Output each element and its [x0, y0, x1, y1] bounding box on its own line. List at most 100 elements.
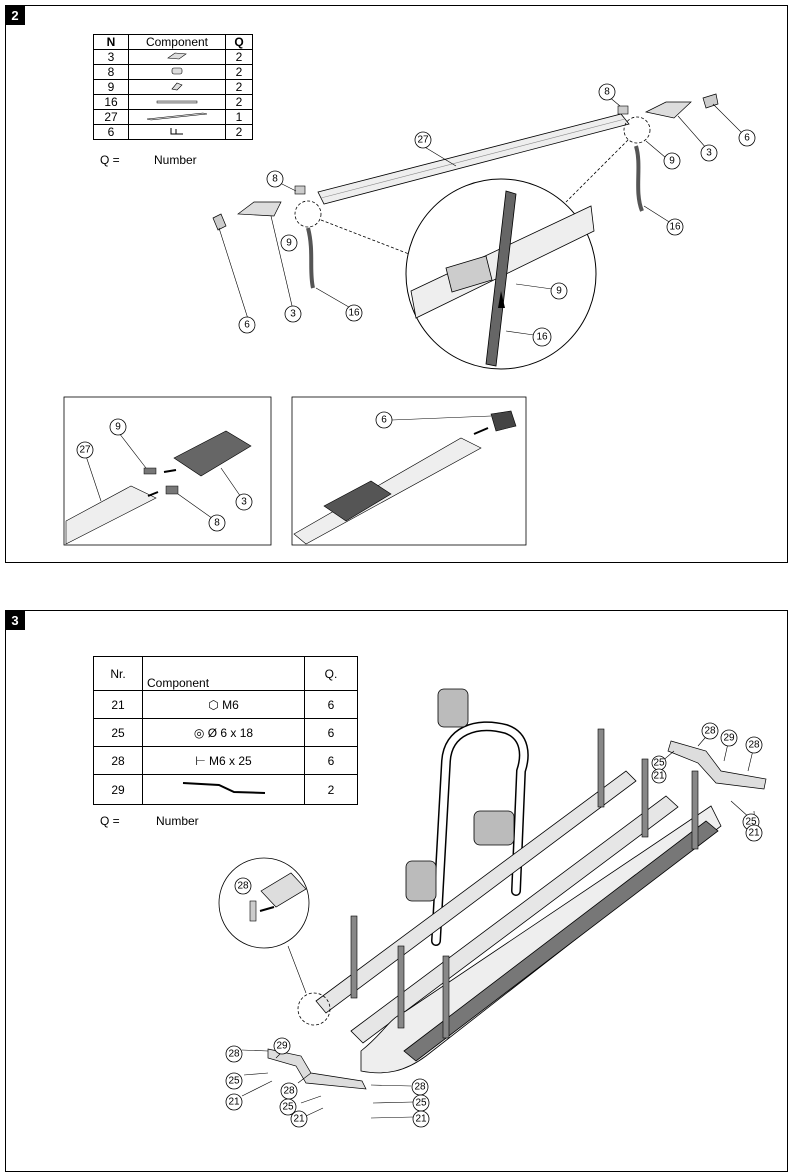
- table-row: 6 2: [93, 124, 253, 140]
- callout-21: 21: [225, 1093, 243, 1111]
- q-label: Q =: [100, 153, 120, 167]
- callout-25: 25: [651, 755, 667, 771]
- svg-text:6: 6: [244, 320, 250, 331]
- svg-text:9: 9: [286, 238, 292, 249]
- component-cell: ⬡ M6: [142, 690, 305, 719]
- svg-text:9: 9: [556, 286, 562, 297]
- callout-21: 21: [651, 768, 667, 784]
- table-header: Nr.: [93, 656, 143, 691]
- callout-6: 6: [738, 129, 756, 147]
- callout-8: 8: [266, 170, 284, 188]
- svg-text:28: 28: [704, 726, 716, 737]
- callout-29: 29: [273, 1037, 291, 1055]
- callout-25: 25: [279, 1098, 297, 1116]
- callout-21: 21: [412, 1110, 430, 1128]
- callout-6: 6: [375, 411, 393, 429]
- rail-icon: [128, 109, 226, 125]
- callout-21: 21: [290, 1110, 308, 1128]
- callout-29: 29: [720, 729, 738, 747]
- rail-assembly-drawing: 27 8 9 3 6 16 8 3 6 9 16 9 16 9: [63, 83, 756, 546]
- callout-9: 9: [109, 418, 127, 436]
- svg-text:25: 25: [228, 1076, 240, 1087]
- table-header: Q.: [304, 656, 358, 691]
- part-number: 29: [93, 774, 143, 805]
- svg-text:3: 3: [706, 148, 712, 159]
- svg-text:28: 28: [228, 1049, 240, 1060]
- part-quantity: 2: [304, 774, 358, 805]
- callout-25: 25: [412, 1094, 430, 1112]
- q-legend: Number: [154, 153, 197, 167]
- callout-16: 16: [532, 327, 552, 347]
- table-row: 25 ◎ Ø 6 x 18 6: [93, 718, 358, 747]
- callout-9: 9: [663, 152, 681, 170]
- callout-3: 3: [235, 493, 253, 511]
- svg-text:21: 21: [748, 828, 760, 839]
- part-number: 28: [93, 746, 143, 775]
- callout-9: 9: [280, 234, 298, 252]
- callout-16: 16: [345, 304, 363, 322]
- step-number: 2: [5, 5, 25, 25]
- callout-8: 8: [208, 514, 226, 532]
- svg-text:28: 28: [748, 740, 760, 751]
- callout-28: 28: [411, 1078, 429, 1096]
- callout-6: 6: [238, 316, 256, 334]
- callout-28: 28: [234, 877, 252, 895]
- svg-text:6: 6: [744, 133, 750, 144]
- svg-text:28: 28: [237, 881, 249, 892]
- svg-text:9: 9: [669, 156, 675, 167]
- callout-27: 27: [76, 441, 94, 459]
- svg-text:16: 16: [536, 332, 548, 343]
- callout-28: 28: [225, 1045, 243, 1063]
- part-number: 16: [93, 94, 129, 110]
- part-quantity: 2: [225, 64, 253, 80]
- bracket-bar-icon: [182, 782, 265, 794]
- component-desc: M6 x 25: [209, 753, 252, 768]
- svg-text:16: 16: [348, 308, 360, 319]
- svg-text:6: 6: [381, 415, 387, 426]
- component-cell: [142, 774, 305, 805]
- callout-28: 28: [701, 722, 719, 740]
- callout-3: 3: [284, 305, 302, 323]
- callout-3: 3: [700, 144, 718, 162]
- callout-27: 27: [414, 131, 432, 149]
- callout-25: 25: [225, 1072, 243, 1090]
- svg-text:8: 8: [272, 174, 278, 185]
- table-row: 29 2: [93, 774, 358, 805]
- component-desc: M6: [222, 697, 239, 712]
- components-table: Nr. Component Q. 21 ⬡ M6 6 25 ◎ Ø 6 x 18…: [93, 656, 358, 805]
- svg-text:16: 16: [669, 222, 681, 233]
- callout-28: 28: [745, 736, 763, 754]
- svg-text:28: 28: [414, 1082, 426, 1093]
- callout-9: 9: [550, 282, 568, 300]
- svg-text:29: 29: [276, 1041, 288, 1052]
- table-row: 8 2: [93, 64, 253, 80]
- svg-text:21: 21: [653, 771, 665, 782]
- washer-icon: ◎: [193, 725, 205, 740]
- svg-text:25: 25: [415, 1098, 427, 1109]
- part-quantity: 2: [225, 124, 253, 140]
- step-3-panel: 3 Nr. Component Q. 21 ⬡ M6 6 25 ◎ Ø 6 x …: [5, 610, 788, 1172]
- svg-text:27: 27: [79, 445, 91, 456]
- svg-text:27: 27: [417, 135, 429, 146]
- carrier-assembly-drawing: 28 29 28 25 21 28 25 21 28 25 21 28 29 2…: [218, 688, 767, 1128]
- svg-text:3: 3: [290, 309, 296, 320]
- svg-text:8: 8: [604, 87, 610, 98]
- table-row: 16 2: [93, 94, 253, 110]
- svg-text:25: 25: [745, 817, 757, 828]
- component-desc: Ø 6 x 18: [207, 725, 254, 740]
- table-row: 21 ⬡ M6 6: [93, 690, 358, 719]
- table-row: 27 1: [93, 109, 253, 125]
- svg-text:28: 28: [283, 1086, 295, 1097]
- step-2-panel: 2 N Component Q 3 2 8 2 9 2 16 2 27: [5, 5, 788, 563]
- part-quantity: 6: [304, 746, 358, 775]
- svg-text:21: 21: [293, 1114, 305, 1125]
- component-cell: ◎ Ø 6 x 18: [142, 718, 305, 747]
- svg-text:29: 29: [723, 733, 735, 744]
- nut-icon: ⬡: [208, 697, 219, 712]
- bolt-icon: ⊢: [195, 753, 206, 768]
- part-number: 27: [93, 109, 129, 125]
- svg-text:25: 25: [653, 758, 665, 769]
- svg-text:25: 25: [282, 1102, 294, 1113]
- q-label: Q =: [100, 814, 120, 828]
- step-number: 3: [5, 610, 25, 630]
